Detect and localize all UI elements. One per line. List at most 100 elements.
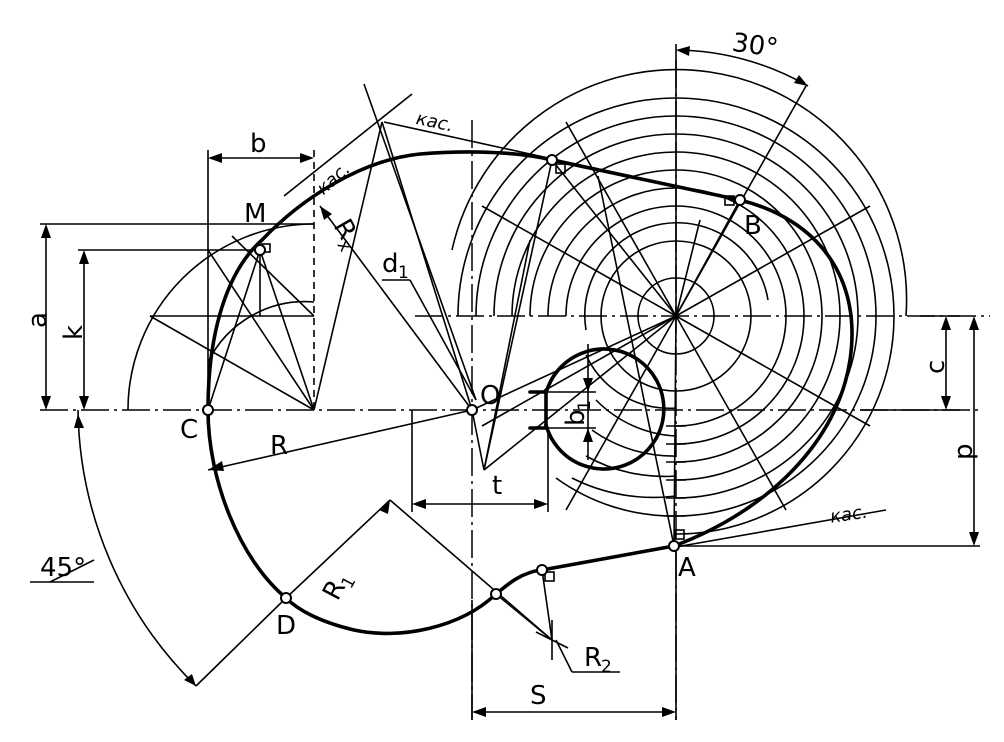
normal-line-4: [483, 159, 553, 471]
cam-profile: [206, 150, 854, 636]
line-to-tangent-pt: [551, 159, 677, 317]
dim-45deg-arrows: [74, 414, 196, 686]
profile-right: [672, 198, 854, 548]
m-construct-3: [231, 235, 315, 317]
label-dim-b1: b 1: [561, 400, 595, 426]
dim-t-arrows: [412, 499, 548, 509]
arc-r9: [451, 68, 908, 317]
point-c: [202, 404, 214, 416]
axis-ticks: [666, 425, 686, 517]
point-r1-r2: [490, 588, 502, 600]
r2-sub: 2: [601, 657, 612, 677]
label-m: M: [244, 199, 266, 229]
label-a: A: [678, 553, 696, 583]
dim-r-arrow: [208, 461, 224, 471]
hub-radius-line: [471, 409, 485, 471]
arc-inner-e: [555, 477, 677, 517]
o-radial-lines: [207, 205, 677, 660]
point-m: [254, 244, 266, 256]
arc-r1: [583, 222, 769, 331]
arc-r7: [475, 115, 877, 517]
label-dim-t: t: [492, 471, 502, 501]
radius-to-b-2: [675, 219, 701, 317]
construction-diag: [597, 175, 675, 547]
arc-r3: [547, 187, 805, 445]
label-dim-r: R: [270, 431, 288, 461]
profile-top-left: [206, 150, 554, 412]
r1-center-line: [389, 499, 553, 641]
radial-330deg: [565, 121, 677, 317]
point-tangent-top: [546, 154, 558, 166]
arc-r2: [565, 205, 787, 427]
leader-45: [49, 559, 95, 583]
label-tangent-2: кас.: [414, 108, 455, 136]
radial-240deg: [481, 315, 677, 427]
point-a: [668, 540, 680, 552]
m-to-c: [207, 249, 261, 411]
arc-inner-b: [591, 429, 677, 457]
point-r2-a: [536, 564, 548, 576]
dim-30deg-arc: [677, 49, 809, 87]
label-angle-30: 30°: [730, 28, 780, 64]
right-angle: [724, 195, 735, 206]
tangent-line-3: [669, 509, 887, 549]
arc-inner-a: [595, 399, 677, 437]
dim-45deg-arc: [77, 409, 197, 687]
b1-sub: 1: [575, 400, 595, 411]
label-dim-c: c: [921, 360, 951, 374]
r1-radius: [285, 499, 391, 599]
radial-210deg: [565, 315, 677, 511]
right-angle: [544, 571, 555, 582]
label-dim-d1: d 1: [382, 249, 409, 283]
o-to-center2-b: [483, 315, 677, 471]
radius-to-b: [675, 199, 741, 317]
labels: O C D A B M a k b c p t S b 1 R R x d 1 …: [23, 28, 979, 711]
label-dim-a: a: [23, 312, 53, 328]
o-line-up: [483, 239, 531, 471]
label-c: C: [180, 415, 198, 445]
dim-b1-arrows: [583, 378, 593, 442]
tangent-line-1: [283, 93, 413, 197]
normal-line-3: [381, 121, 473, 411]
label-d: D: [276, 611, 296, 641]
label-dim-k: k: [59, 325, 89, 340]
hub-bore: [544, 347, 666, 471]
label-tangent-3: кас.: [829, 502, 869, 528]
profile-r-left: [206, 408, 288, 600]
arc-inner-c: [585, 455, 677, 478]
label-o: O: [480, 381, 500, 411]
ext-45-line: [195, 597, 287, 687]
right-angle: [674, 529, 685, 540]
normal-line-1: [313, 121, 383, 411]
label-b: B: [744, 211, 762, 241]
rx-dim-line: [319, 205, 473, 411]
diag-c-construct-1: [149, 315, 315, 411]
radial-300deg: [481, 205, 677, 317]
o-to-center2: [471, 315, 677, 411]
d1-leader: [409, 279, 477, 401]
radial-60deg: [675, 205, 871, 317]
point-d: [280, 592, 292, 604]
left-construction: [40, 150, 315, 411]
r2-line-1: [541, 569, 553, 641]
right-angle: [555, 163, 566, 174]
arc-small-left: [207, 300, 315, 363]
label-dim-p: p: [949, 443, 979, 460]
r2-main: R: [584, 643, 602, 673]
label-angle-45: 45°: [40, 553, 86, 583]
point-o: [466, 404, 478, 416]
r2-leader: [555, 639, 573, 673]
dim-rx-arrow: [320, 206, 332, 220]
profile-r2: [494, 568, 544, 596]
arc-r5: [511, 151, 841, 481]
b1-main: b: [561, 409, 591, 426]
points: [202, 154, 746, 604]
profile-bottom-straight: [540, 544, 676, 572]
profile-r1: [284, 592, 498, 636]
diag-c-construct-2: [207, 249, 315, 411]
label-dim-s: S: [530, 681, 547, 711]
arc-r6: [493, 133, 859, 499]
radius-to-a: [673, 315, 677, 547]
arc-big-left: [127, 223, 315, 411]
